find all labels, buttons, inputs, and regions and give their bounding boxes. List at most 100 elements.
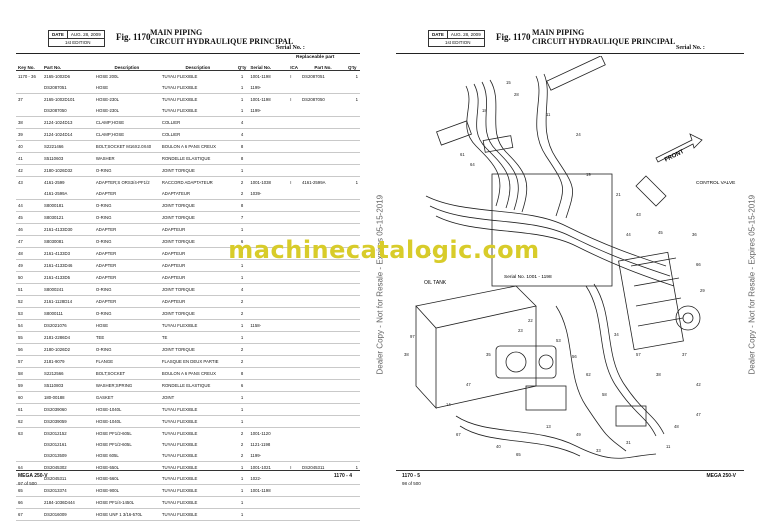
- cell-repl-part-no: [300, 235, 346, 248]
- svg-text:61: 61: [460, 152, 465, 157]
- cell-qty: 1: [235, 319, 249, 332]
- svg-text:47: 47: [466, 382, 471, 387]
- cell-description-fr: BOULON A 6 PANS CREUX: [159, 140, 236, 153]
- col-part-no: Part No.: [41, 58, 94, 71]
- cell-description-fr: TUYAU FLEXIBLE: [159, 473, 236, 485]
- cell-serial-no: [248, 164, 289, 177]
- cell-qty: 4: [235, 128, 249, 141]
- col-qty: Q'ty: [235, 58, 249, 71]
- cell-repl-qty: [345, 140, 360, 153]
- cell-description-fr: TUYAU FLEXIBLE: [159, 82, 236, 94]
- cell-serial-no: [248, 415, 289, 428]
- cell-description-en: HOSE-550L: [95, 465, 120, 470]
- cell-repl-qty: [345, 331, 360, 344]
- cell-qty: 2: [235, 343, 249, 356]
- cell-serial-no: 1001-1021: [250, 465, 271, 470]
- cell-key-no: 51: [16, 283, 42, 296]
- cell-qty: 2: [235, 355, 249, 368]
- cell-description-fr: JOINT TORIQUE: [159, 343, 236, 356]
- cell-description-en: ADAPTER;S ORS3/4-PF1/2: [95, 180, 150, 185]
- cell-description-en: O-RING: [93, 307, 160, 320]
- cell-part-no: 2124-1024D14: [41, 128, 94, 141]
- cell-ica: [288, 428, 300, 440]
- cell-description-fr: ADAPTEUR: [159, 295, 236, 308]
- cell-repl-qty: [346, 439, 360, 450]
- cell-ica: [288, 283, 301, 296]
- cell-part-no: S8000111: [41, 307, 94, 320]
- svg-text:14: 14: [446, 402, 451, 407]
- cell-ica: [288, 295, 301, 308]
- svg-text:24: 24: [576, 132, 581, 137]
- cell-key-no: 54: [16, 319, 42, 332]
- figure-number: Fig. 1170: [116, 32, 151, 42]
- cell-key-no: [16, 188, 42, 200]
- cell-ica: [288, 188, 301, 200]
- footer-model: MEGA 250-V: [18, 473, 48, 479]
- cell-qty: 1: [235, 271, 249, 284]
- cell-serial-no: [248, 367, 289, 380]
- cell-part-no: 2161-4133D46: [41, 259, 94, 272]
- cell-ica: [288, 116, 301, 129]
- cell-part-no: S5110803: [41, 379, 94, 392]
- cell-repl-part-no: [300, 164, 346, 177]
- cell-description-en: HOSE-1040L: [93, 415, 160, 428]
- table-header-row: Key No. Part No. Description Description…: [16, 58, 360, 71]
- cell-qty: 1: [235, 223, 249, 236]
- cell-qty: 8: [235, 367, 249, 380]
- cell-key-no: 65: [16, 484, 42, 497]
- svg-text:36: 36: [692, 232, 697, 237]
- cell-serial-no: [248, 223, 289, 236]
- cell-ica: [288, 450, 301, 462]
- cell-description-en: ADAPTER: [93, 271, 160, 284]
- cell-description-en: HOSE 605L: [93, 450, 160, 462]
- cell-ica: [288, 331, 301, 344]
- cell-ica: [288, 307, 301, 320]
- svg-text:64: 64: [470, 162, 475, 167]
- cell-ica: [288, 415, 301, 428]
- cell-description-fr: COLLIER: [159, 116, 236, 129]
- cell-description-en: O-RING: [93, 164, 160, 177]
- cell-repl-qty: [345, 223, 360, 236]
- svg-text:13: 13: [546, 424, 551, 429]
- cell-qty: 1: [235, 484, 249, 497]
- cell-description-en: O-RING: [93, 343, 160, 356]
- cell-qty: 1: [235, 105, 249, 117]
- cell-part-no: 2180-1026D32: [41, 164, 94, 177]
- cell-qty: 4: [235, 116, 249, 129]
- cell-ica: [288, 271, 301, 284]
- svg-text:23: 23: [518, 328, 523, 333]
- cell-key-no: 40: [16, 140, 42, 153]
- cell-ica: [288, 343, 301, 356]
- cell-repl-part-no: [300, 484, 346, 497]
- cell-key-no: 43: [18, 180, 23, 185]
- cell-description-fr: TUYAU FLEXIBLE: [161, 74, 198, 79]
- cell-serial-no: [248, 295, 289, 308]
- col-repl-part-no: Part No.: [300, 58, 346, 71]
- cell-serial-no: 1039-: [248, 188, 289, 200]
- cell-description-en: HOSE 200L: [95, 74, 119, 79]
- cell-repl-part-no: [300, 271, 346, 284]
- title-en: MAIN PIPING: [150, 28, 203, 37]
- cell-description-en: HOSE: [93, 319, 160, 332]
- svg-text:37: 37: [426, 252, 431, 257]
- serial-label: Serial No. :: [276, 45, 305, 51]
- cell-key-no: 52: [16, 295, 42, 308]
- edition-right: 1st EDITION: [445, 40, 471, 45]
- cell-ica: [288, 403, 301, 416]
- cell-qty: 2: [235, 307, 249, 320]
- cell-repl-qty: [345, 235, 360, 248]
- cell-repl-qty: [345, 473, 360, 485]
- cell-serial-no: [248, 152, 289, 165]
- cell-key-no: 58: [16, 367, 42, 380]
- cell-description-fr: TUYAU FLEXIBLE: [161, 465, 198, 470]
